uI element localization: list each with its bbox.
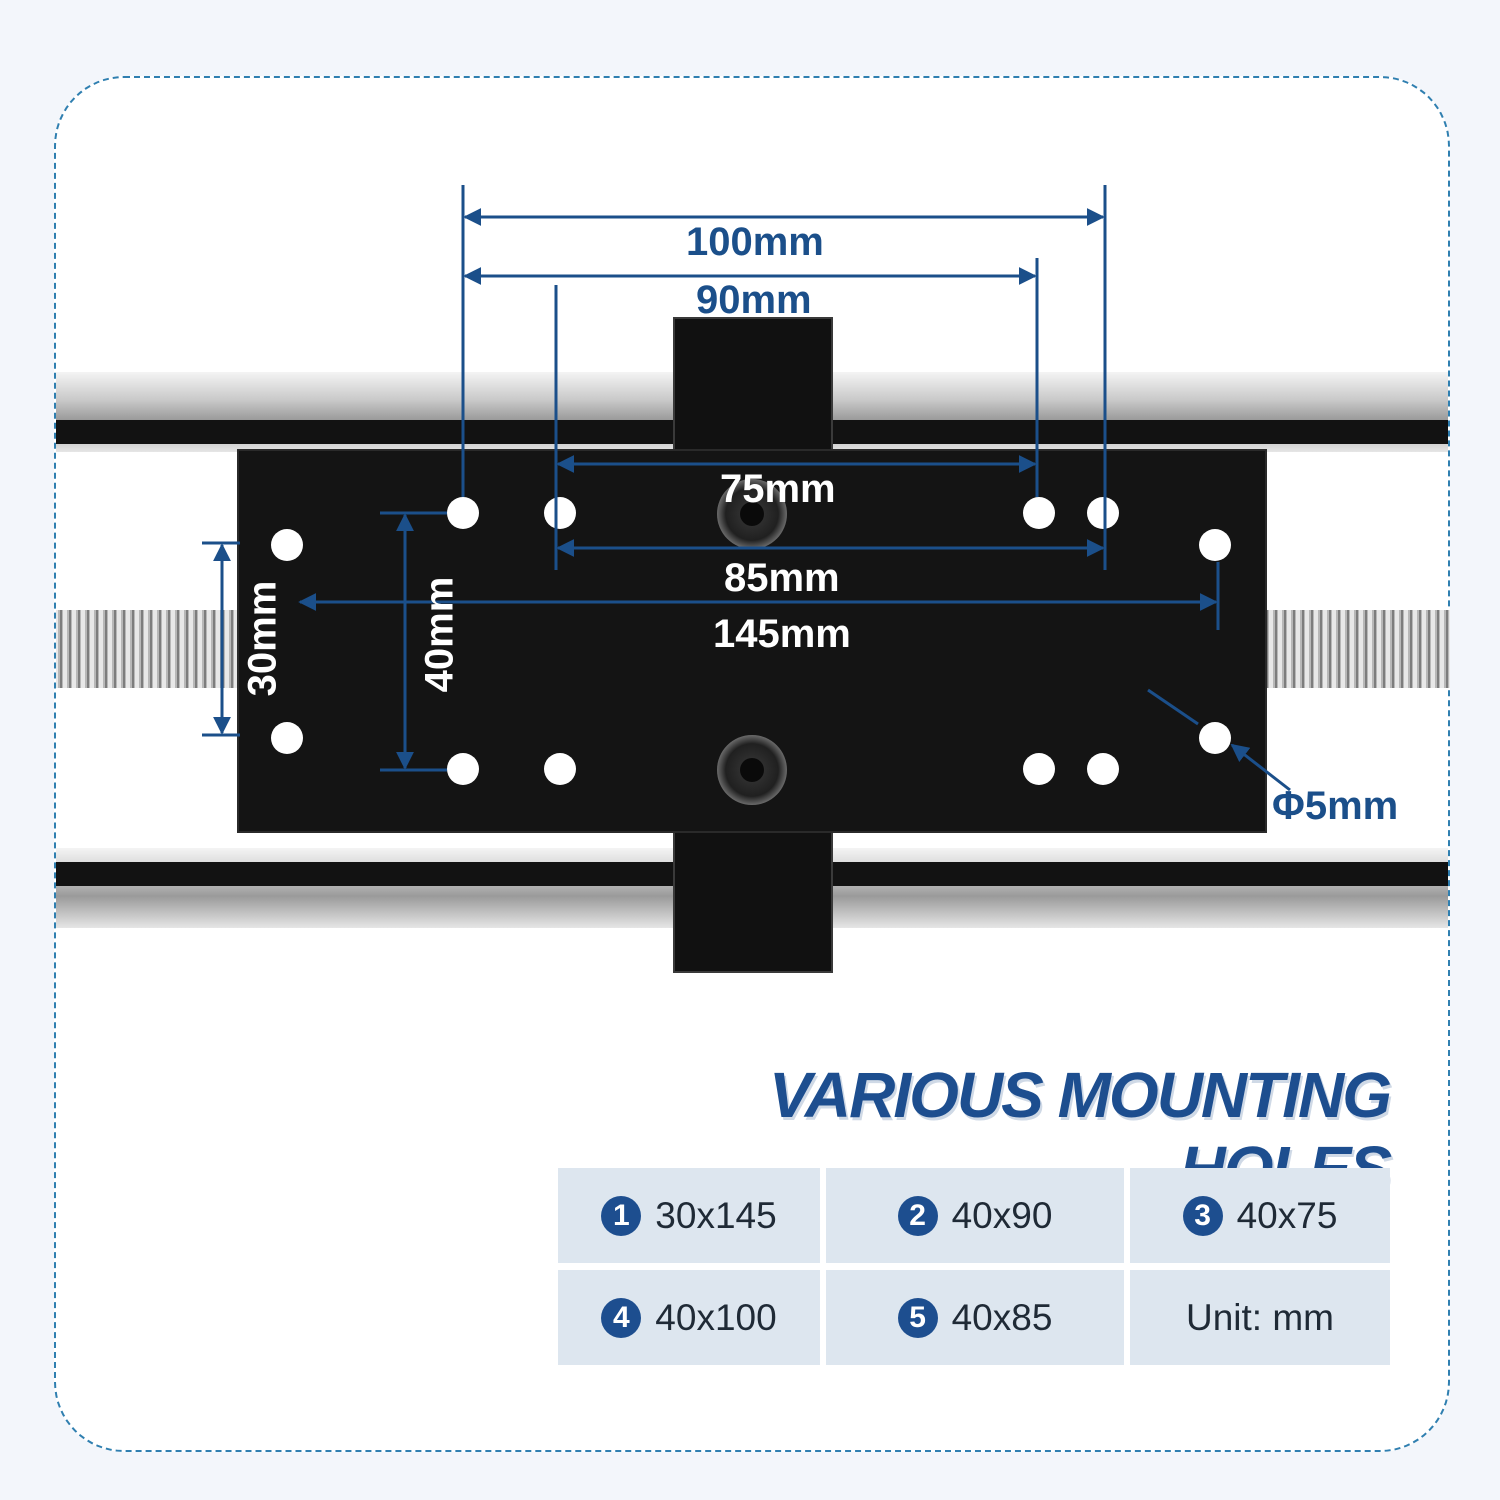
spec-cell-5: 5 40x85 [826,1270,1124,1365]
mounting-hole [1199,722,1231,754]
mounting-hole [1087,753,1119,785]
label-85mm: 85mm [724,556,840,600]
label-90mm: 90mm [696,278,812,322]
threaded-rod-left [56,610,240,688]
spec-value-5: 40x85 [951,1296,1053,1338]
spec-table: 1 30x145 2 40x90 3 40x75 4 40x100 5 40x8… [558,1168,1390,1366]
screw-bottom [717,735,787,805]
hole-leader-line [1230,743,1291,792]
label-100mm: 100mm [686,220,824,264]
number-badge-5: 5 [897,1297,938,1338]
label-40mm: 40mm [417,576,462,693]
mounting-hole [447,497,479,529]
mounting-hole [1087,497,1119,529]
number-badge-1: 1 [601,1195,642,1236]
mounting-hole [544,753,576,785]
spec-cell-3: 3 40x75 [1130,1168,1390,1263]
unit-cell: Unit: mm [1130,1270,1390,1365]
carriage-block-bottom [673,829,833,973]
spec-cell-1: 1 30x145 [558,1168,820,1263]
mounting-hole [271,722,303,754]
number-badge-3: 3 [1182,1195,1223,1236]
label-75mm: 75mm [720,467,836,511]
spec-value-1: 30x145 [655,1194,777,1236]
mounting-hole [447,753,479,785]
mounting-hole [271,529,303,561]
spec-value-2: 40x90 [951,1194,1053,1236]
label-hole-diameter: Φ5mm [1272,784,1399,828]
spec-value-4: 40x100 [655,1296,777,1338]
carriage-block-top [673,317,833,459]
hole-leader-line [1147,688,1199,726]
mounting-hole [1023,497,1055,529]
threaded-rod-right [1262,610,1450,688]
spec-cell-2: 2 40x90 [826,1168,1124,1263]
spec-cell-4: 4 40x100 [558,1270,820,1365]
mounting-hole [1199,529,1231,561]
number-badge-2: 2 [897,1195,938,1236]
mounting-hole [544,497,576,529]
label-30mm: 30mm [240,580,285,697]
spec-value-3: 40x75 [1236,1194,1338,1236]
number-badge-4: 4 [601,1297,642,1338]
label-145mm: 145mm [713,612,851,656]
mounting-hole [1023,753,1055,785]
screw-top [717,479,787,549]
unit-label: Unit: mm [1186,1296,1334,1338]
